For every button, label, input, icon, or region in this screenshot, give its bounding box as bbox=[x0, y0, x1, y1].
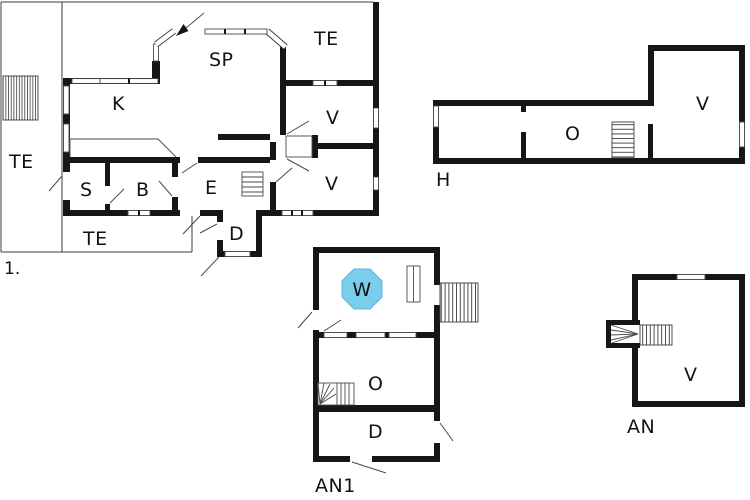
room-label-te-left: TE bbox=[8, 151, 34, 173]
an1-winder-stairs bbox=[317, 382, 355, 406]
room-label-v-lower: V bbox=[325, 173, 339, 195]
bay-windows bbox=[154, 28, 288, 50]
room-label-v-upper: V bbox=[326, 107, 340, 129]
room-label-an-v: V bbox=[684, 364, 698, 386]
kitchen-counter bbox=[69, 138, 177, 158]
room-label-te-bottom: TE bbox=[82, 228, 108, 250]
an-window bbox=[676, 274, 706, 280]
main-house-door-swings bbox=[48, 120, 310, 277]
room-label-h-v: V bbox=[696, 93, 710, 115]
entrance-arrow bbox=[176, 12, 205, 36]
room-label-h-o: O bbox=[565, 123, 580, 145]
main-house-windows bbox=[63, 43, 379, 257]
v-door-vestibule bbox=[285, 135, 313, 158]
an1-windows bbox=[323, 332, 417, 338]
an-stairs bbox=[639, 324, 673, 346]
building-label-an: AN bbox=[627, 416, 655, 438]
plan-number: 1. bbox=[4, 259, 20, 279]
terrace-hatch-steps bbox=[2, 75, 39, 121]
terrace-boundary bbox=[0, 1, 373, 253]
room-label-k: K bbox=[112, 93, 125, 115]
room-label-an1-d: D bbox=[368, 421, 383, 443]
plan-main-house: TE SP K TE S B E D TE V V 1. bbox=[0, 1, 379, 279]
hot-tub bbox=[341, 268, 383, 310]
room-label-d: D bbox=[229, 223, 244, 245]
room-label-s: S bbox=[80, 179, 93, 201]
an-entry-winder bbox=[606, 320, 640, 348]
room-label-te-top: TE bbox=[313, 28, 339, 50]
h-stairs bbox=[611, 121, 635, 159]
room-label-an1-o: O bbox=[368, 373, 383, 395]
main-house-door-gaps bbox=[63, 157, 276, 240]
an1-door-gaps bbox=[350, 285, 440, 462]
room-label-b: B bbox=[136, 179, 150, 201]
building-label-an1: AN1 bbox=[315, 475, 356, 497]
an1-exterior-stairs bbox=[439, 282, 479, 323]
radiator-symbol bbox=[406, 265, 421, 303]
h-windows bbox=[433, 105, 745, 148]
entry-stairs bbox=[241, 171, 264, 197]
room-label-sp: SP bbox=[209, 49, 234, 71]
room-label-an1-w: W bbox=[352, 279, 371, 301]
plan-an1: W O D AN1 bbox=[297, 247, 479, 497]
building-label-h: H bbox=[436, 169, 451, 191]
room-label-e: E bbox=[205, 177, 218, 199]
an1-door-swings bbox=[297, 311, 454, 474]
plan-h: O V H bbox=[433, 45, 745, 191]
h-walls bbox=[433, 45, 745, 164]
plan-an: V AN bbox=[606, 274, 745, 438]
